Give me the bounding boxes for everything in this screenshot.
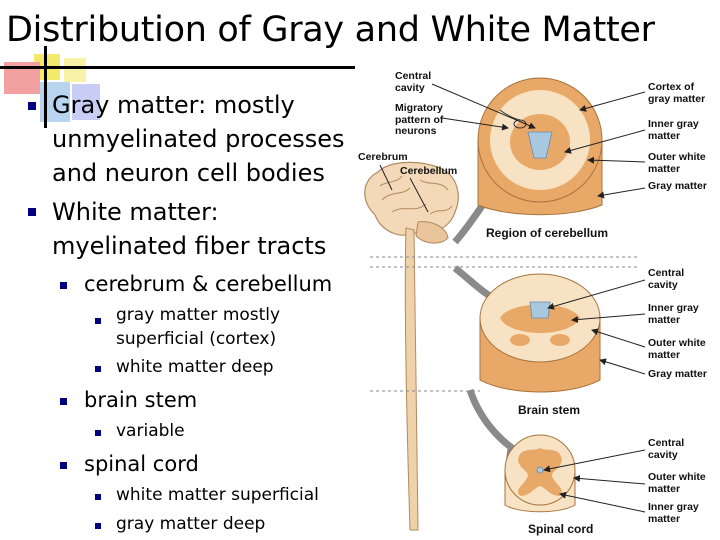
bullet-cerebrum: cerebrum & cerebellum: [84, 272, 333, 296]
bullet-marker: [60, 398, 67, 405]
spinal-cord-section: [504, 434, 576, 513]
label-cerebellum: Cerebellum: [400, 165, 458, 177]
bullet-spinal-sub2: gray matter deep: [116, 514, 266, 534]
brain-illustration: [364, 161, 459, 531]
bullet-line: and neuron cell bodies: [52, 159, 325, 187]
caption-spinal-cord: Spinal cord: [528, 522, 594, 536]
bullet-line: White matter:: [52, 198, 219, 226]
bullet-line: gray matter mostly: [116, 305, 281, 325]
bullet-cerebrum-sub2: white matter deep: [116, 357, 274, 377]
label-central-cavity-bottom: Central cavity: [648, 437, 685, 461]
decor-square-blue: [72, 84, 100, 120]
label-cortex-gray: Cortex of gray matter: [648, 81, 706, 105]
bullet-marker: [95, 494, 101, 500]
decor-vertical-line: [44, 46, 47, 128]
label-gray-matter-mid: Gray matter: [648, 368, 707, 380]
decor-square-yellow2: [64, 58, 86, 82]
cerebellum-section: [477, 77, 603, 216]
page-title: Distribution of Gray and White Matter: [6, 10, 655, 50]
bullet-marker: [28, 102, 36, 110]
bullet-marker: [95, 523, 101, 529]
bullet-cerebrum-sub: gray matter mostly superficial (cortex): [116, 303, 280, 351]
bullet-white-matter: White matter: myelinated fiber tracts: [52, 195, 326, 263]
label-outer-white-mid: Outer white matter: [648, 337, 706, 361]
label-migratory-pattern: Migratory pattern of neurons: [395, 102, 444, 137]
label-inner-gray-mid: Inner gray matter: [648, 302, 699, 326]
bullet-marker: [28, 208, 36, 216]
bullet-line: unmyelinated processes: [52, 125, 345, 153]
label-gray-matter-top: Gray matter: [648, 180, 707, 192]
bullet-brainstem-sub: variable: [116, 421, 185, 441]
bullet-marker: [95, 318, 101, 324]
caption-brain-stem: Brain stem: [518, 403, 581, 417]
bullet-spinal-sub1: white matter superficial: [116, 485, 319, 505]
bullet-line: Gray matter: mostly: [52, 91, 295, 119]
label-outer-white-top: Outer white matter: [648, 151, 706, 175]
label-outer-white-bottom: Outer white matter: [648, 471, 706, 495]
bullet-marker: [60, 282, 67, 289]
bullet-brainstem: brain stem: [84, 388, 198, 412]
label-cerebrum: Cerebrum: [358, 151, 408, 163]
bullet-marker: [60, 462, 67, 469]
label-central-cavity-mid: Central cavity: [648, 267, 685, 291]
bullet-line: myelinated fiber tracts: [52, 232, 327, 260]
brainstem-section: [479, 273, 601, 393]
label-inner-gray-bottom: Inner gray matter: [648, 501, 699, 525]
bullet-gray-matter: Gray matter: mostly unmyelinated process…: [52, 88, 345, 190]
bullet-line: superficial (cortex): [116, 329, 277, 349]
bullet-marker: [95, 430, 101, 436]
label-central-cavity-top: Central cavity: [395, 70, 432, 94]
bullet-marker: [95, 366, 101, 372]
bullet-spinal: spinal cord: [84, 452, 199, 476]
cns-cross-section-diagram: [364, 77, 646, 531]
label-inner-gray-top: Inner gray matter: [648, 118, 699, 142]
title-rule: [0, 66, 355, 69]
caption-region-cerebellum: Region of cerebellum: [486, 226, 609, 240]
